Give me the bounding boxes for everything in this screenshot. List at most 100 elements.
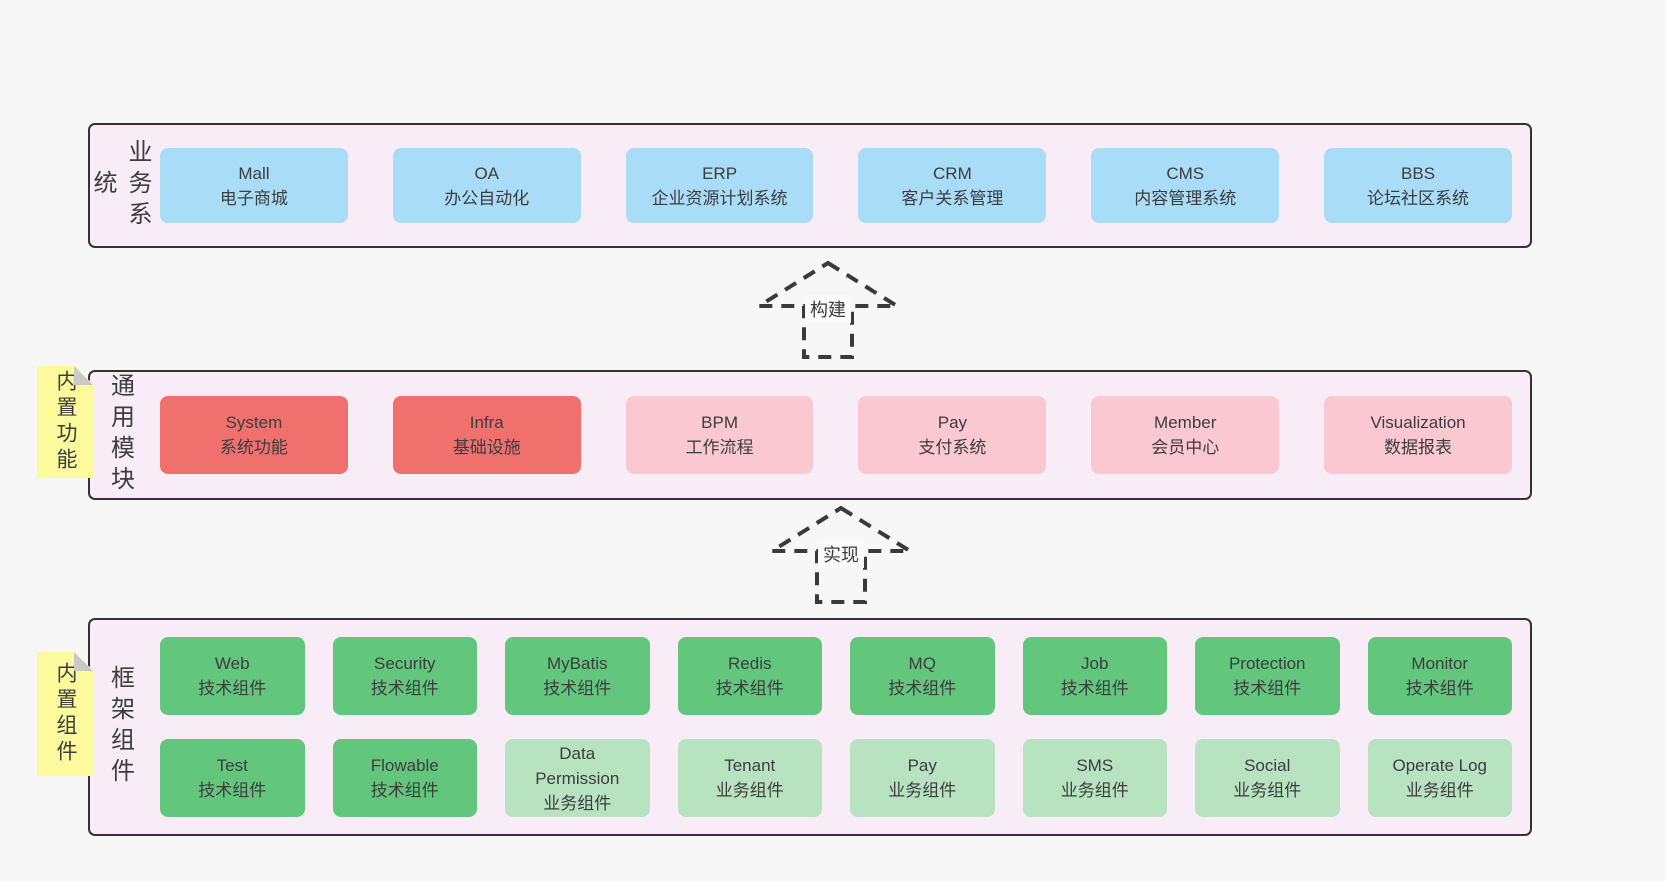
box-security: Security 技术组件 (332, 637, 477, 715)
box-title: OA (474, 163, 500, 183)
box-title: ERP (702, 163, 738, 183)
box-subtitle: 技术组件 (543, 679, 612, 698)
box-system: System 系统功能 (160, 396, 348, 474)
box-subtitle: 企业资源计划系统 (651, 188, 788, 208)
box-title: BPM (701, 413, 738, 432)
box-title: Test (216, 756, 248, 775)
box-subtitle: 支付系统 (918, 438, 987, 457)
box-title: Pay (937, 413, 968, 432)
arrow-label: 构建 (805, 295, 851, 323)
box-title: Protection (1228, 654, 1306, 673)
box-sms: SMS 业务组件 (1022, 739, 1167, 817)
box-title: Redis (728, 654, 772, 673)
box-flowable: Flowable 技术组件 (332, 739, 477, 817)
box-pay-biz: Pay 业务组件 (850, 739, 995, 817)
box-title: BBS (1401, 163, 1436, 183)
box-subtitle: 技术组件 (715, 679, 784, 698)
box-oa: OA 办公自动化 (392, 148, 581, 223)
box-title: Flowable (370, 756, 439, 775)
note-text: 内置功能 (54, 370, 77, 474)
box-subtitle: 技术组件 (1060, 679, 1129, 698)
box-social: Social 业务组件 (1195, 739, 1340, 817)
box-subtitle: 客户关系管理 (901, 188, 1004, 208)
sticky-note-built-in-components: 内置组件 (37, 652, 93, 776)
box-title: Web (214, 654, 250, 673)
box-subtitle: 业务组件 (888, 781, 957, 800)
box-subtitle: 系统功能 (219, 438, 288, 457)
box-title: Security (374, 654, 436, 673)
box-subtitle: 技术组件 (198, 679, 267, 698)
box-title: Member (1154, 413, 1217, 432)
box-subtitle: 工作流程 (685, 438, 754, 457)
box-subtitle: 办公自动化 (444, 188, 530, 208)
up-block-arrow-icon (755, 260, 901, 359)
arrow-implement: 实现 (768, 505, 914, 605)
layer-common-modules: 通用模块 System 系统功能 Infra 基础设施 BPM 工作流程 Pay… (88, 370, 1532, 500)
box-subtitle: 技术组件 (370, 781, 439, 800)
box-pay: Pay 支付系统 (858, 396, 1047, 474)
box-subtitle: 会员中心 (1151, 438, 1220, 457)
box-erp: ERP 企业资源计划系统 (625, 148, 814, 223)
box-web: Web 技术组件 (160, 637, 305, 715)
box-crm: CRM 客户关系管理 (858, 148, 1047, 223)
box-cms: CMS 内容管理系统 (1091, 148, 1280, 223)
business-systems-row: Mall 电子商城 OA 办公自动化 ERP 企业资源计划系统 CRM 客户关系… (160, 148, 1512, 223)
box-subtitle: 内容管理系统 (1134, 188, 1237, 208)
box-subtitle: 技术组件 (1405, 679, 1474, 698)
arrow-build: 构建 (755, 260, 901, 360)
box-redis: Redis 技术组件 (677, 637, 822, 715)
box-title: Monitor (1411, 654, 1469, 673)
box-title: Tenant (724, 756, 776, 775)
box-subtitle: 技术组件 (888, 679, 957, 698)
common-modules-row: System 系统功能 Infra 基础设施 BPM 工作流程 Pay 支付系统… (160, 396, 1512, 474)
layer-label-framework-components: 框架组件 (106, 665, 134, 789)
box-mq: MQ 技术组件 (850, 637, 995, 715)
box-mall: Mall 电子商城 (160, 148, 348, 223)
up-block-arrow-icon (768, 505, 914, 604)
box-subtitle: 技术组件 (370, 679, 439, 698)
box-visualization: Visualization 数据报表 (1324, 396, 1512, 474)
box-title: SMS (1076, 756, 1114, 775)
layer-label-common-modules: 通用模块 (106, 373, 134, 497)
box-subtitle: 基础设施 (452, 438, 521, 457)
box-data-permission: Data Permission 业务组件 (505, 739, 650, 817)
box-member: Member 会员中心 (1091, 396, 1280, 474)
box-protection: Protection 技术组件 (1195, 637, 1340, 715)
box-title: Job (1081, 654, 1109, 673)
box-job: Job 技术组件 (1022, 637, 1167, 715)
box-subtitle: 业务组件 (715, 781, 784, 800)
box-title: Social (1244, 756, 1291, 775)
box-title: MQ (908, 654, 936, 673)
box-title: CMS (1166, 163, 1205, 183)
note-text: 内置组件 (54, 662, 77, 766)
box-subtitle: 电子商城 (219, 188, 288, 208)
layer-business-systems: 业务系统 Mall 电子商城 OA 办公自动化 ERP 企业资源计划系统 CRM… (88, 123, 1532, 248)
box-title: Mall (238, 163, 270, 183)
box-title: Data Permission (535, 743, 620, 788)
layer-label-business-systems: 业务系统 (89, 139, 151, 232)
box-title: CRM (933, 163, 972, 183)
box-subtitle: 业务组件 (1233, 781, 1302, 800)
box-subtitle: 业务组件 (1405, 781, 1474, 800)
box-operate-log: Operate Log 业务组件 (1367, 739, 1512, 817)
box-subtitle: 技术组件 (198, 781, 267, 800)
box-subtitle: 业务组件 (1060, 781, 1129, 800)
box-title: MyBatis (547, 654, 608, 673)
box-subtitle: 数据报表 (1384, 438, 1453, 457)
box-bbs: BBS 论坛社区系统 (1324, 148, 1512, 223)
arrow-label: 实现 (818, 540, 864, 568)
box-infra: Infra 基础设施 (392, 396, 581, 474)
box-tenant: Tenant 业务组件 (677, 739, 822, 817)
framework-components-grid: Web 技术组件 Security 技术组件 MyBatis 技术组件 Redi… (160, 637, 1512, 817)
box-bpm: BPM 工作流程 (625, 396, 814, 474)
box-title: Pay (907, 756, 937, 775)
box-title: Infra (469, 413, 504, 432)
box-subtitle: 技术组件 (1233, 679, 1302, 698)
sticky-note-built-in-features: 内置功能 (37, 366, 93, 478)
layer-framework-components: 框架组件 Web 技术组件 Security 技术组件 MyBatis 技术组件… (88, 618, 1532, 836)
box-mybatis: MyBatis 技术组件 (505, 637, 650, 715)
box-subtitle: 业务组件 (543, 793, 612, 813)
box-title: System (225, 413, 283, 432)
box-test: Test 技术组件 (160, 739, 305, 817)
